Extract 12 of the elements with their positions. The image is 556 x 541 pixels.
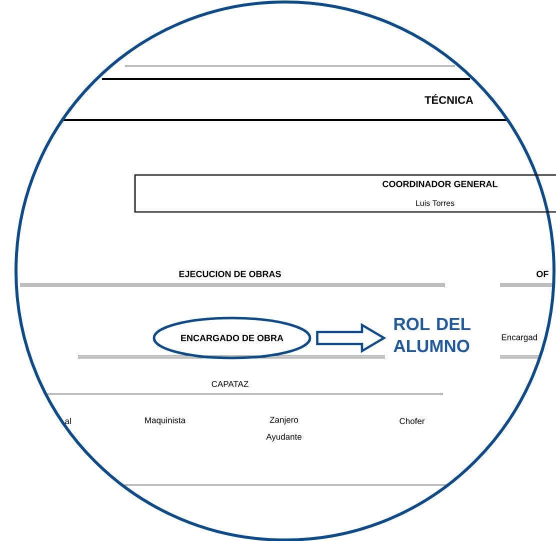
role-label: CAPATAZ <box>212 381 248 387</box>
section-heading: TÉCNICA <box>424 94 474 104</box>
role-label: Zanjero Ayudante <box>266 416 302 442</box>
role-label: al <box>65 418 71 424</box>
department-heading: OF <box>536 270 548 278</box>
role-text: ROL DEL ALUMNO <box>394 318 470 352</box>
role-label: Maquinista <box>145 417 186 425</box>
role-label: Encargad <box>502 334 538 342</box>
block-arrow <box>316 322 386 354</box>
title-box: COORDINADOR GENERAL Luis Torres <box>134 174 556 213</box>
role-label: Chofer <box>400 418 425 424</box>
department-heading: EJECUCION DE OBRAS <box>179 270 281 278</box>
